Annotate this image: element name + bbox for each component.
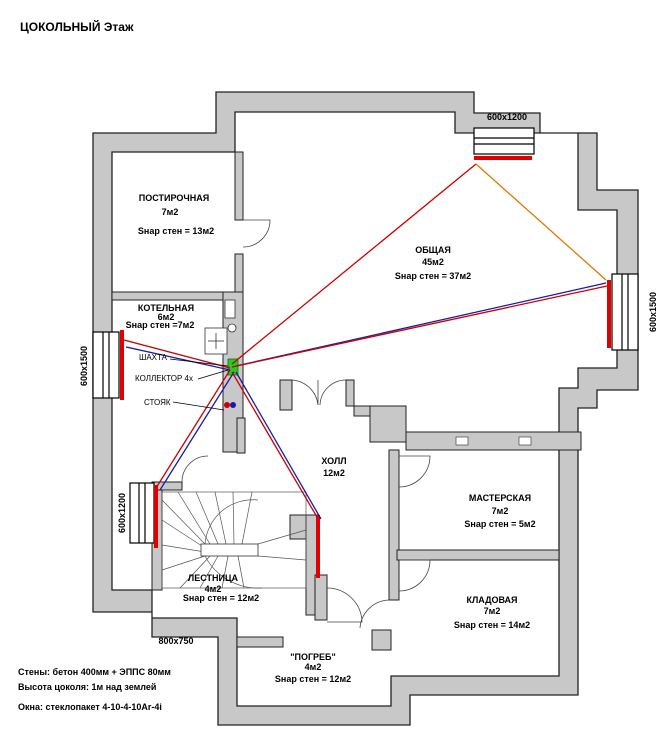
window-heat-marks <box>120 156 611 578</box>
window-label-right: 600х1500 <box>648 292 658 332</box>
room-holl: ХОЛЛ 12м2 <box>321 456 346 478</box>
riser-blue <box>230 402 236 408</box>
room-name: КОТЕЛЬНАЯ <box>138 303 194 313</box>
window-label-bottom: 800х750 <box>158 636 193 646</box>
room-obshaya: ОБЩАЯ 45м2 Sнар стен = 37м2 <box>395 245 471 281</box>
room-lestnica: ЛЕСТНИЦА 4м2 Sнар стен = 12м2 <box>183 573 259 603</box>
callout-kollektor: КОЛЛЕКТОР 4х <box>135 374 193 383</box>
note-height: Высота цоколя: 1м над землей <box>18 682 156 692</box>
callout-arrows <box>169 358 229 411</box>
door-swings <box>181 219 431 629</box>
room-area: 7м2 <box>492 506 509 516</box>
note-windows: Окна: стеклопакет 4-10-4-10Ar-4i <box>18 702 162 712</box>
room-masterskaya: МАСТЕРСКАЯ 7м2 Sнар стен = 5м2 <box>464 493 535 529</box>
room-area: 4м2 <box>305 662 322 672</box>
room-kotelnaya: КОТЕЛЬНАЯ 6м2 Sнар стен =7м2 <box>126 303 195 330</box>
room-wall: Sнар стен = 12м2 <box>275 674 351 684</box>
callout-stoyak: СТОЯК <box>144 398 171 407</box>
room-wall: Sнар стен = 13м2 <box>138 226 214 236</box>
room-pogreb: "ПОГРЕБ" 4м2 Sнар стен = 12м2 <box>275 652 351 684</box>
window-label-left-upper: 600х1500 <box>79 346 89 386</box>
room-kladovaya: КЛАДОВАЯ 7м2 Sнар стен = 14м2 <box>454 595 530 630</box>
callout-shahta: ШАХТА <box>139 353 168 362</box>
room-name: КЛАДОВАЯ <box>466 595 517 605</box>
windows <box>92 127 639 544</box>
heating-pipes <box>123 163 608 520</box>
room-area: 7м2 <box>484 606 501 616</box>
room-name: ХОЛЛ <box>321 456 346 466</box>
room-name: МАСТЕРСКАЯ <box>469 493 531 503</box>
room-wall: Sнар стен = 14м2 <box>454 620 530 630</box>
room-wall: Sнар стен = 12м2 <box>183 593 259 603</box>
window-label-left-lower: 600х1200 <box>117 493 127 533</box>
room-area: 7м2 <box>162 207 179 217</box>
window-label-top: 600х1200 <box>487 112 527 122</box>
room-area: 4м2 <box>205 584 222 594</box>
notes: Стены: бетон 400мм + ЭППС 80мм Высота цо… <box>18 667 171 712</box>
room-wall: Sнар стен = 5м2 <box>464 519 535 529</box>
room-area: 45м2 <box>422 257 444 267</box>
exterior-wall <box>92 91 639 726</box>
riser-red <box>224 402 230 408</box>
room-wall: Sнар стен =7м2 <box>126 320 195 330</box>
boiler-equipment <box>204 299 237 355</box>
note-walls: Стены: бетон 400мм + ЭППС 80мм <box>18 667 171 677</box>
staircase <box>161 491 307 589</box>
room-name: ОБЩАЯ <box>415 245 451 255</box>
room-postirochnaya: ПОСТИРОЧНАЯ 7м2 Sнар стен = 13м2 <box>138 193 214 236</box>
room-name: ПОСТИРОЧНАЯ <box>139 193 209 203</box>
stair-landing <box>200 543 259 557</box>
room-name: "ПОГРЕБ" <box>290 652 336 662</box>
socket-marks <box>455 436 532 446</box>
plan-title: ЦОКОЛЬНЫЙ Этаж <box>20 19 134 34</box>
callouts: ШАХТА КОЛЛЕКТОР 4х СТОЯК <box>135 353 193 407</box>
room-area: 6м2 <box>158 312 175 322</box>
room-name: ЛЕСТНИЦА <box>188 573 239 583</box>
room-wall: Sнар стен = 37м2 <box>395 271 471 281</box>
room-area: 12м2 <box>323 468 345 478</box>
